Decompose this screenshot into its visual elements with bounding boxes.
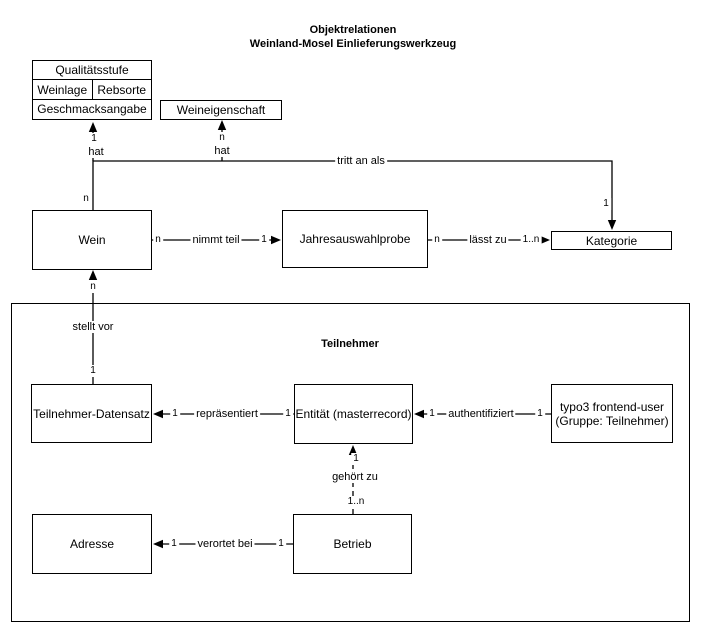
cardinality-nimmt-teil-jahresauswahlprobe: 1 [259,234,269,246]
cardinality-gehoert-zu-betrieb: 1..n [345,496,367,508]
cardinality-verortet-bei-adresse: 1 [169,538,179,550]
entity-weineigenschaft-label: Weineigenschaft [176,103,266,117]
attr-geschmacksangabe: Geschmacksangabe [37,102,147,117]
cardinality-nimmt-teil-wein: n [153,234,163,246]
arrowhead-nimmt-teil [271,235,281,245]
cardinality-tritt-an-als-kategorie: 1 [601,198,611,210]
entity-weineigenschaft: Weineigenschaft [160,100,282,120]
cardinality-hat-qualitaetsstufe: 1 [89,133,99,145]
edge-label-tritt-an-als: tritt an als [335,155,387,167]
cardinality-laesst-zu-jahresauswahlprobe: n [432,234,442,246]
arrowhead-stellt-vor [88,270,98,280]
edge-label-stellt-vor: stellt vor [70,321,116,333]
cardinality-stellt-vor-wein: n [88,281,98,293]
arrowhead-laesst-zu [540,235,550,245]
entity-adresse: Adresse [32,514,152,574]
attr-qualitaetsstufe: Qualitätsstufe [33,61,151,81]
cardinality-laesst-zu-kategorie: 1..n [520,234,542,246]
edge-label-verortet-bei: verortet bei [195,538,255,550]
entity-typo3-frontend-user: typo3 frontend-user (Gruppe: Teilnehmer) [551,384,673,443]
cardinality-hat-wein: n [81,193,91,205]
entity-kategorie: Kategorie [551,231,672,250]
edge-label-authentifiziert: authentifiziert [446,408,516,420]
cardinality-stellt-vor-teilnehmer-datensatz: 1 [88,365,98,377]
cardinality-authentifiziert-typo3: 1 [535,408,545,420]
entity-betrieb-label: Betrieb [333,537,372,551]
edge-label-gehoert-zu: gehört zu [330,471,380,483]
entity-typo3-frontend-user-label-line1: typo3 frontend-user [559,399,665,414]
entity-wein: Wein [32,210,152,270]
cardinality-gehoert-zu-entitaet: 1 [351,453,361,465]
entity-entitaet-masterrecord: Entität (masterrecord) [294,384,413,444]
diagram-title-line2: Weinland-Mosel Einlieferungswerkzeug [249,38,457,50]
cardinality-hat-weineigenschaft: n [217,132,227,144]
cardinality-repraesentiert-teilnehmer-datensatz: 1 [170,408,180,420]
attr-row-weinlage-rebsorte: Weinlage Rebsorte [33,80,151,100]
entity-typo3-frontend-user-label-line2: (Gruppe: Teilnehmer) [555,413,669,428]
entity-qualitaetsstufe-table: Qualitätsstufe Weinlage Rebsorte Geschma… [32,60,152,120]
attr-rebsorte: Rebsorte [97,82,147,97]
edge-label-hat-qualitaetsstufe: hat [86,146,106,158]
edge-label-hat-weineigenschaft: hat [212,145,232,157]
edge-label-repraesentiert: repräsentiert [194,408,260,420]
entity-teilnehmer-datensatz-label: Teilnehmer-Datensatz [33,406,150,421]
diagram-title-line1: Objektrelationen [309,24,397,36]
teilnehmer-group-title: Teilnehmer [321,338,379,350]
entity-teilnehmer-datensatz: Teilnehmer-Datensatz [31,384,152,443]
edge-label-laesst-zu: lässt zu [467,234,509,246]
entity-kategorie-label: Kategorie [585,233,638,248]
entity-entitaet-masterrecord-label: Entität (masterrecord) [295,407,412,421]
cardinality-verortet-bei-betrieb: 1 [276,538,286,550]
arrowhead-hat-weineigenschaft [217,120,227,130]
diagram-title: Objektrelationen Weinland-Mosel Einliefe… [153,23,553,51]
arrowhead-tritt-an-als [607,220,617,230]
edge-label-nimmt-teil: nimmt teil [190,234,242,246]
entity-jahresauswahlprobe: Jahresauswahlprobe [282,210,428,268]
entity-betrieb: Betrieb [293,514,412,574]
entity-jahresauswahlprobe-label: Jahresauswahlprobe [299,232,411,246]
entity-wein-label: Wein [78,233,106,247]
cardinality-repraesentiert-entitaet: 1 [283,408,293,420]
cardinality-authentifiziert-entitaet: 1 [427,408,437,420]
arrowhead-hat-qualitaetsstufe [88,122,98,132]
entity-adresse-label: Adresse [69,537,115,551]
attr-weinlage: Weinlage [33,80,93,99]
